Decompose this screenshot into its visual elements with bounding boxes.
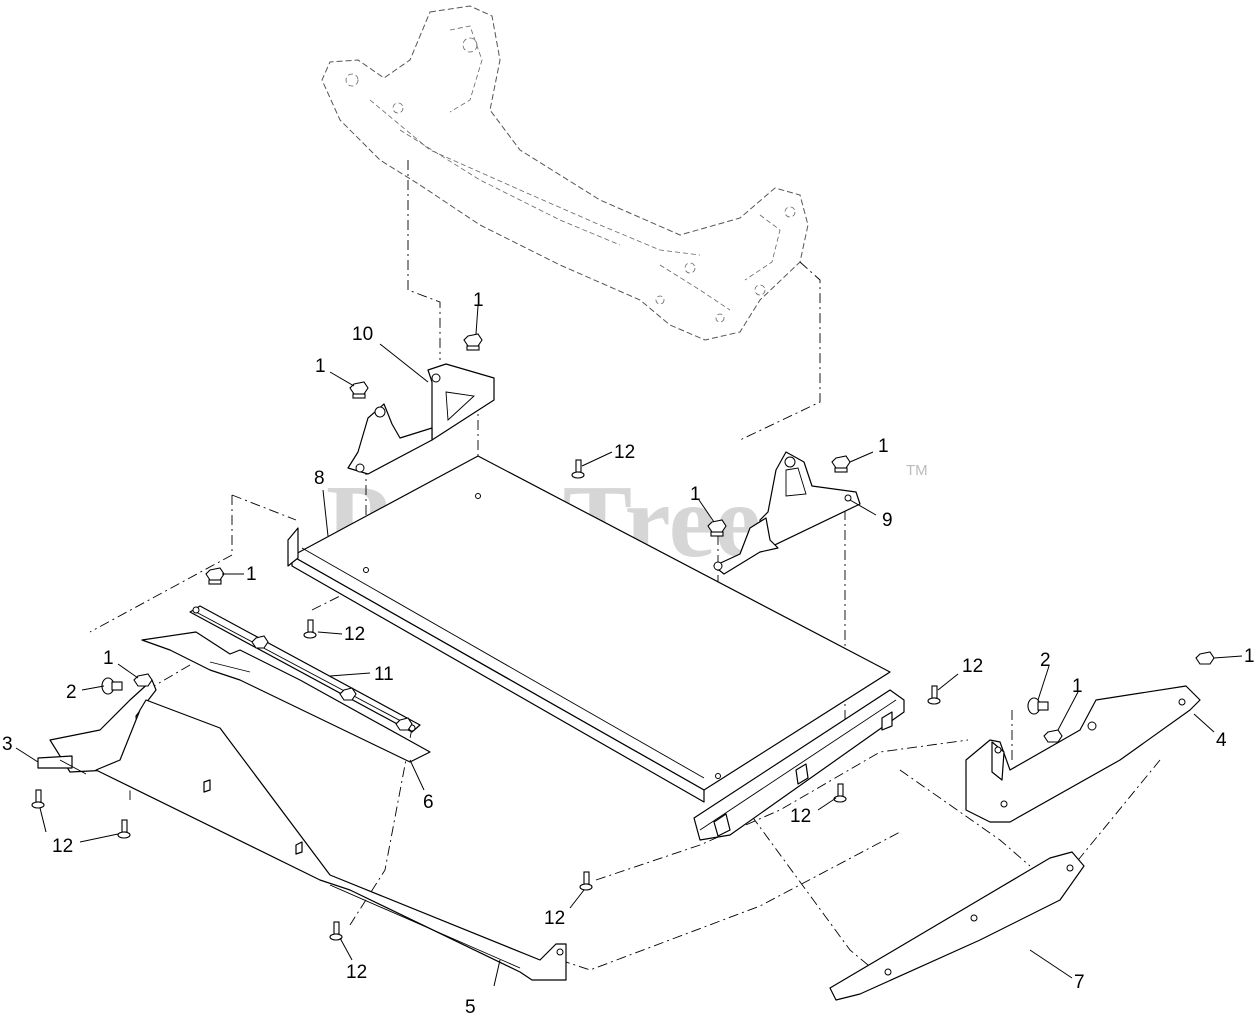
callout-label: 5 (465, 997, 476, 1018)
rivet-12 (117, 819, 131, 839)
rivet-12 (303, 619, 317, 639)
left-bracket (347, 363, 495, 475)
callout-label: 8 (314, 468, 325, 489)
callout-label: 2 (1040, 650, 1051, 671)
callout-label: 7 (1074, 972, 1085, 993)
nut-1 (395, 717, 413, 731)
nut-1 (251, 635, 269, 649)
callout-leaders (15, 305, 1243, 987)
rivet-12 (927, 685, 941, 705)
right-bracket (713, 451, 861, 575)
strip-6 (141, 631, 431, 763)
frame-reference (321, 5, 809, 341)
bolt-2 (101, 677, 123, 695)
strip-11 (189, 605, 421, 733)
rivet-12 (571, 459, 585, 479)
callout-label: 12 (962, 656, 983, 677)
callout-label: 1 (1244, 646, 1255, 667)
callout-label: 1 (1072, 676, 1083, 697)
nut-1 (205, 567, 225, 585)
rivet-12 (31, 789, 45, 809)
watermark-trademark: TM (906, 462, 928, 479)
callout-label: 1 (690, 484, 701, 505)
callout-label: 12 (544, 908, 565, 929)
callout-label: 2 (66, 682, 77, 703)
callout-label: 12 (344, 624, 365, 645)
callout-label: 1 (246, 564, 257, 585)
hanger-bracket-4 (965, 685, 1201, 823)
callout-label: 6 (423, 792, 434, 813)
nut-1 (349, 381, 369, 399)
callout-label: 1 (103, 648, 114, 669)
callout-label: 10 (352, 324, 373, 345)
rivet-12 (579, 871, 593, 891)
nut-1 (133, 673, 153, 687)
callout-label: 3 (2, 734, 13, 755)
nut-1 (707, 519, 727, 537)
nut-1 (831, 455, 851, 473)
callout-label: 1 (473, 290, 484, 311)
nut-1 (1195, 651, 1215, 665)
callout-label: 12 (346, 962, 367, 983)
callout-label: 9 (882, 510, 893, 531)
nut-1 (1043, 729, 1063, 743)
blade-plate-7 (829, 851, 1085, 1001)
side-channel (693, 689, 905, 841)
callout-label: 11 (374, 664, 394, 685)
nut-1 (339, 687, 357, 701)
bolt-2 (1027, 697, 1049, 715)
callout-label: 4 (1216, 730, 1227, 751)
callout-label: 1 (315, 356, 326, 377)
callout-label: 12 (614, 442, 635, 463)
callout-label: 12 (790, 806, 811, 827)
callout-label: 12 (52, 836, 73, 857)
nut-1 (463, 333, 483, 351)
rivet-12 (329, 921, 343, 941)
rivet-12 (833, 783, 847, 803)
callout-labels: 1 1 1 1 1 1 1 1 2 2 3 4 5 6 7 8 9 10 11 … (2, 290, 1255, 1018)
floor-plate (287, 455, 891, 803)
callout-label: 1 (878, 436, 889, 457)
front-skirt-5 (95, 699, 567, 981)
